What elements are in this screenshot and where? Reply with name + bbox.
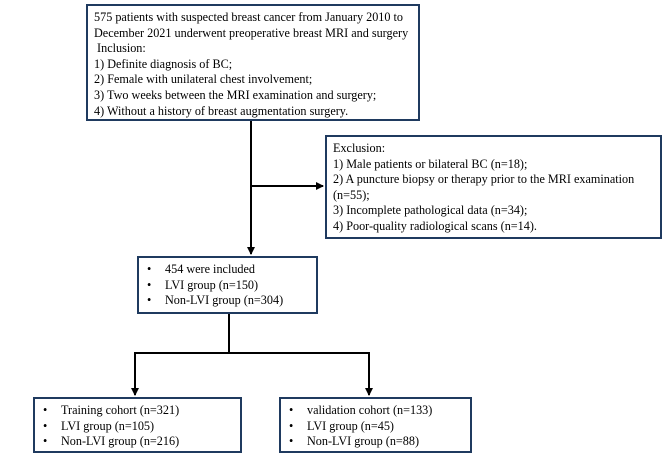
validation-cohort-box: validation cohort (n=133) LVI group (n=4… bbox=[279, 397, 472, 453]
inclusion-heading: Inclusion: bbox=[94, 41, 146, 56]
exclusion-line: 4) Poor-quality radiological scans (n=14… bbox=[333, 218, 537, 233]
inclusion-line: 575 patients with suspected breast cance… bbox=[94, 10, 403, 24]
inclusion-line: December 2021 underwent preoperative bre… bbox=[94, 25, 409, 40]
inclusion-criteria-box: 575 patients with suspected breast cance… bbox=[86, 4, 420, 121]
inclusion-line: 4) Without a history of breast augmentat… bbox=[94, 103, 349, 118]
inclusion-line: 2) Female with unilateral chest involvem… bbox=[94, 72, 313, 87]
exclusion-line: (n=55); bbox=[333, 187, 370, 202]
exclusion-line: 2) A puncture biopsy or therapy prior to… bbox=[333, 172, 635, 187]
inclusion-line: 3) Two weeks between the MRI examination… bbox=[94, 87, 377, 102]
training-item: LVI group (n=105) bbox=[39, 419, 236, 435]
exclusion-line: 3) Incomplete pathological data (n=34); bbox=[333, 203, 528, 218]
included-item: Non-LVI group (n=304) bbox=[143, 293, 312, 309]
validation-item: Non-LVI group (n=88) bbox=[285, 434, 466, 450]
included-item: 454 were included bbox=[143, 262, 312, 278]
exclusion-heading: Exclusion: bbox=[333, 141, 386, 155]
training-cohort-box: Training cohort (n=321) LVI group (n=105… bbox=[33, 397, 242, 453]
training-item: Training cohort (n=321) bbox=[39, 403, 236, 419]
training-item: Non-LVI group (n=216) bbox=[39, 434, 236, 450]
included-item: LVI group (n=150) bbox=[143, 278, 312, 294]
inclusion-line: 1) Definite diagnosis of BC; bbox=[94, 56, 233, 71]
exclusion-criteria-box: Exclusion: 1) Male patients or bilateral… bbox=[325, 135, 662, 239]
exclusion-line: 1) Male patients or bilateral BC (n=18); bbox=[333, 156, 528, 171]
validation-item: LVI group (n=45) bbox=[285, 419, 466, 435]
validation-item: validation cohort (n=133) bbox=[285, 403, 466, 419]
included-patients-box: 454 were included LVI group (n=150) Non-… bbox=[137, 256, 318, 314]
